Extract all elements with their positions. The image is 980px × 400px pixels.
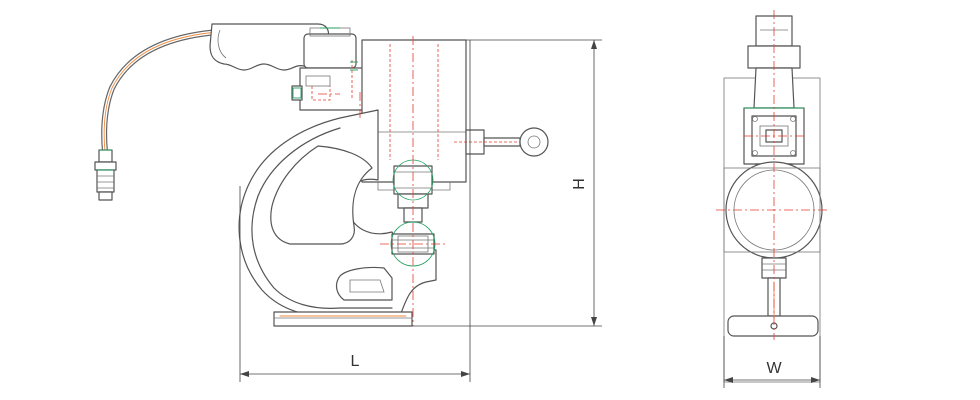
dimension-length: L [239,40,471,382]
length-label: L [351,353,360,370]
side-view-center-lines [318,36,446,326]
pump-body [291,60,373,111]
height-label: H [571,178,588,190]
valve-block [303,27,357,69]
front-stem [727,257,819,337]
hydraulic-hose [94,29,221,201]
c-frame [238,109,437,317]
width-label: W [766,360,782,377]
main-cylinder [361,39,467,191]
front-view: W [716,10,830,388]
dimension-width: W [723,336,821,388]
dimension-height: H [412,39,602,327]
release-lever [454,127,549,157]
side-view: L H [94,23,602,382]
front-view-center-lines [716,10,830,340]
base-plate [273,311,413,327]
